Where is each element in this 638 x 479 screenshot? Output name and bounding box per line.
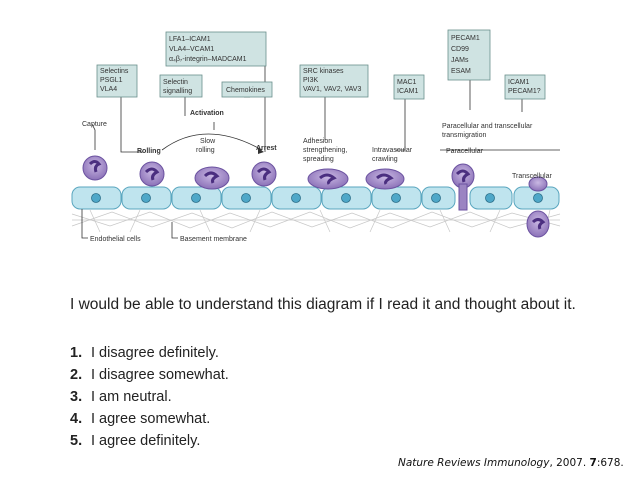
endothelial-cell <box>171 186 222 210</box>
label-endothelial-cells: Endothelial cells <box>90 236 141 243</box>
endothelial-leader <box>81 209 88 239</box>
option-item: 5. I agree definitely. <box>70 430 229 452</box>
option-number: 3. <box>70 389 83 405</box>
endothelial-cell <box>271 186 322 210</box>
option-text: I disagree somewhat. <box>91 367 229 383</box>
basement-membrane <box>71 209 561 233</box>
endothelial-cell <box>469 186 513 210</box>
option-text: I agree definitely. <box>91 433 201 449</box>
option-number: 5. <box>70 433 83 449</box>
option-item: 2. I disagree somewhat. <box>70 364 229 386</box>
leukocyte-slow-rolling <box>194 166 230 190</box>
endothelial-cell <box>221 186 272 210</box>
option-item: 1. I disagree definitely. <box>70 342 229 364</box>
label-rolling: Rolling <box>137 148 161 155</box>
leukocyte-rolling <box>139 161 165 187</box>
citation-journal: Nature Reviews Immunology <box>398 457 550 469</box>
option-text: I am neutral. <box>91 389 172 405</box>
label-capture: Capture <box>82 121 107 128</box>
endothelial-cell <box>421 186 456 210</box>
label-arrest: Arrest <box>256 145 277 152</box>
option-number: 2. <box>70 367 83 383</box>
label-activation: Activation <box>190 110 224 117</box>
survey-question: I would be able to understand this diagr… <box>70 296 576 313</box>
endothelial-cell <box>121 186 172 210</box>
option-item: 4. I agree somewhat. <box>70 408 229 430</box>
citation-volume: 7 <box>589 457 597 469</box>
option-number: 1. <box>70 345 83 361</box>
leukocyte-adhesion <box>307 168 349 190</box>
leukocytes <box>82 155 550 238</box>
citation: Nature Reviews Immunology, 2007. 7:678. <box>398 457 624 469</box>
option-item: 3. I am neutral. <box>70 386 229 408</box>
leukocyte-crawling <box>365 168 405 190</box>
endothelial-cell <box>71 186 122 210</box>
endothelial-cell <box>371 186 422 210</box>
option-number: 4. <box>70 411 83 427</box>
option-text: I disagree definitely. <box>91 345 219 361</box>
leukocyte-paracellular <box>451 163 475 211</box>
endothelium <box>71 186 560 210</box>
label-transcellular: Transcellular <box>512 173 552 180</box>
citation-pages: :678. <box>596 457 624 469</box>
basement-leader <box>171 222 178 239</box>
endothelial-cell <box>321 186 372 210</box>
likert-options: 1. I disagree definitely. 2. I disagree so… <box>70 342 229 452</box>
leukocyte-arrest <box>251 161 277 187</box>
citation-year: , 2007. <box>549 457 590 469</box>
label-basement-membrane: Basement membrane <box>180 236 247 243</box>
label-paracellular: Paracellular <box>446 148 484 155</box>
leukocyte-transcellular <box>526 176 550 238</box>
svg-text:Chemokines: Chemokines <box>226 87 265 94</box>
activation-arrow <box>161 122 264 154</box>
option-text: I agree somewhat. <box>91 411 211 427</box>
leukocyte-capture <box>82 155 108 181</box>
leader-lines <box>91 66 560 153</box>
box-chemokines: Chemokines <box>221 81 273 98</box>
